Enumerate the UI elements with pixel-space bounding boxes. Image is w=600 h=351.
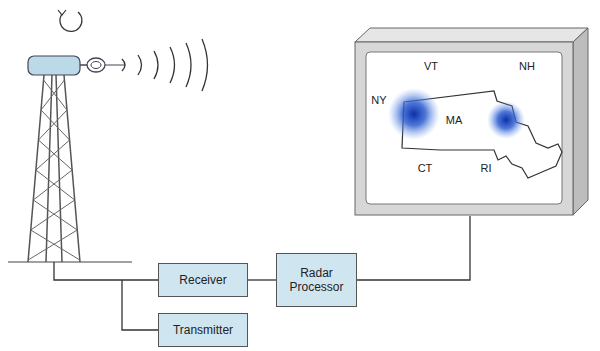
feed-wire	[122, 280, 158, 330]
display-wire	[357, 216, 470, 280]
radio-waves	[122, 39, 208, 91]
map-label: RI	[481, 162, 492, 174]
process-box: Receiver	[158, 263, 248, 297]
process-box: Radar Processor	[276, 253, 357, 307]
process-box: Transmitter	[158, 313, 248, 347]
monitor	[355, 28, 588, 215]
box-label: Transmitter	[173, 323, 233, 337]
connector	[248, 279, 276, 280]
rotation-arrow	[58, 10, 82, 31]
box-label: Radar Processor	[283, 266, 350, 294]
antenna-housing	[28, 56, 80, 75]
rain-echo	[388, 88, 440, 140]
map-label: MA	[446, 114, 463, 126]
map-label: CT	[418, 162, 433, 174]
map-label: VT	[424, 60, 438, 72]
tower-bracing	[28, 80, 80, 260]
box-label: Receiver	[179, 273, 226, 287]
map-label: NH	[519, 60, 535, 72]
radar-tower	[28, 75, 80, 262]
feed-wire	[54, 262, 158, 280]
map-label: NY	[371, 94, 386, 106]
rain-echo	[487, 101, 525, 139]
radar-dish	[87, 58, 105, 72]
ground-line	[8, 261, 132, 262]
